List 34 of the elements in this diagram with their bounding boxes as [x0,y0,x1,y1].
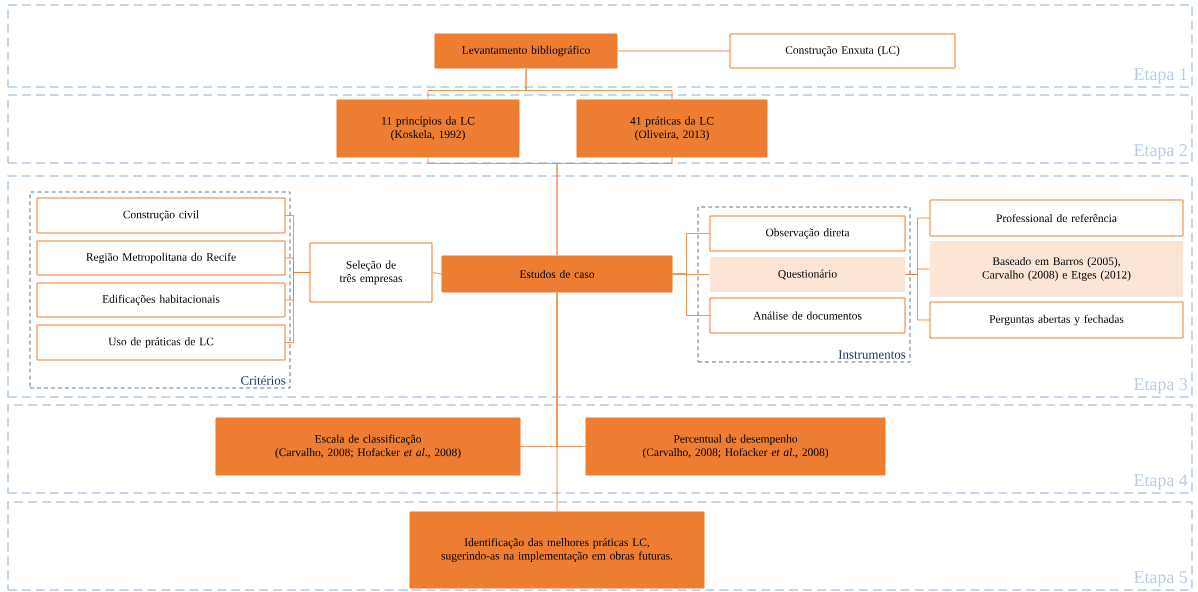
process-box: Levantamento bibliográfico [434,33,618,69]
process-box: Observação direta [709,215,906,252]
connector-line [672,273,710,316]
process-box: 41 práticas da LC (Oliveira, 2013) [576,99,768,158]
process-box: Identificação das melhores práticas LC, sugerindo-as na implementação em obras futuras. [409,511,705,589]
stage-label: Etapa 2 [1134,144,1187,160]
group-label: Instrumentos [838,350,906,359]
process-box: Região Metropolitana do Recife [36,240,286,276]
process-box: Baseado em Barros (2005), Carvalho (2008) e Etges (2012) [930,241,1183,297]
connector-line [432,272,442,275]
group-label: Critérios [241,375,286,385]
connector-line [525,68,673,100]
process-box: Escala de classificação (Carvalho, 2008; Hofacker et al., 2008) [215,417,521,476]
connector-line [556,292,558,512]
process-box: Estudos de caso [441,255,673,293]
process-box: Seleção de três empresas [309,242,433,303]
process-box: Professional de referência [929,199,1184,237]
connector-line [617,50,730,52]
process-box: Edificações habitacionais [36,282,286,318]
stage-label: Etapa 5 [1134,571,1188,587]
connector-line [556,157,673,256]
stage-label: Etapa 1 [1134,68,1187,84]
process-box: 11 princípios da LC (Koskela, 1992) [336,99,520,158]
process-box: Percentual de desempenho (Carvalho, 2008; Hofacker et al., 2008) [585,417,886,476]
process-box: Questionário [710,257,905,292]
connector-line [285,272,310,343]
process-box: Construção Enxuta (LC) [729,33,956,69]
stage-label: Etapa 4 [1134,474,1188,490]
stage-label: Etapa 3 [1134,378,1188,394]
process-box: Uso de práticas de LC [36,324,286,361]
process-box: Construção civil [36,197,286,234]
process-box: Análise de documentos [709,297,906,334]
process-box: Perguntas abertas y fechadas [929,301,1184,339]
connector-line [905,274,930,321]
